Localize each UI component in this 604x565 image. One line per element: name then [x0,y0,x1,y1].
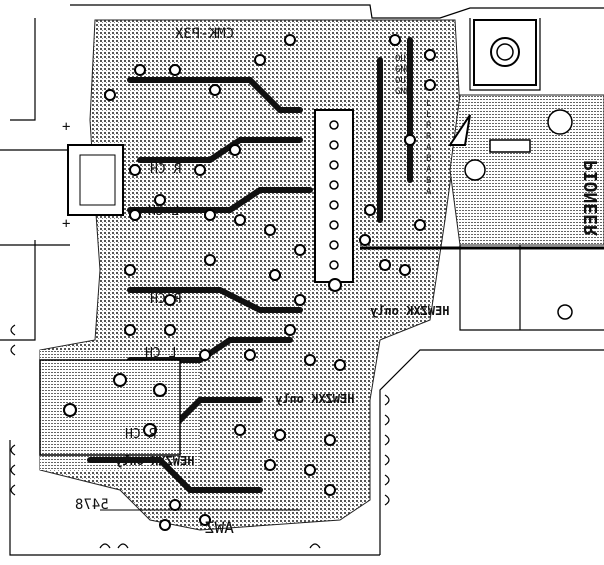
side-letter-4: A [426,143,432,153]
side-letter-0: L [426,99,432,109]
ch-label-r-mid: R CH [150,292,182,307]
side-letter-5: B [426,154,432,164]
out-label-2: OUT [395,76,412,86]
ch-label-l-top: L CH [148,204,180,219]
pads [63,34,436,531]
plus-bottom-label: + [62,216,71,232]
connector-pins [329,120,339,270]
brand-label: PIONEER [581,160,602,236]
side-letter-7: B [426,176,432,186]
jack-box-top-inner [79,154,116,206]
hewzxk-only-label-3: HEWZXK only [115,454,195,468]
side-letter-3: R [426,132,432,142]
ch-label-r-bottom: R CH [125,427,157,442]
side-letter-6: A [426,165,432,175]
gnd-label-1: GND [395,65,412,75]
out-label-1: OUT [395,54,412,64]
connector-block [314,109,354,283]
model-code-label: CMK-P3X [175,26,235,42]
serial-label: 5478 [75,497,109,513]
hole-right-2 [464,159,486,181]
plus-top-label: + [62,119,71,135]
edge-notches [10,324,390,549]
hewzxk-only-label-2: HEWZXK only [275,392,355,406]
side-letter-2: R [426,121,432,131]
side-letter-8: A [426,187,432,197]
side-letter-1: L [426,110,432,120]
hole-right-1 [547,109,573,135]
hewzxk-only-label-1: HEWZXK only [370,304,450,318]
ch-label-l-mid: L CH [145,346,177,361]
gnd-label-2: GND [395,87,412,97]
awz-label: AWZ [205,518,234,537]
board-outline [0,4,604,556]
jack-bottom [39,359,181,456]
ch-label-r-top: R CH [150,162,182,177]
hole-right-3 [557,304,573,320]
warning-triangle [448,114,471,146]
jack-top [67,144,124,216]
